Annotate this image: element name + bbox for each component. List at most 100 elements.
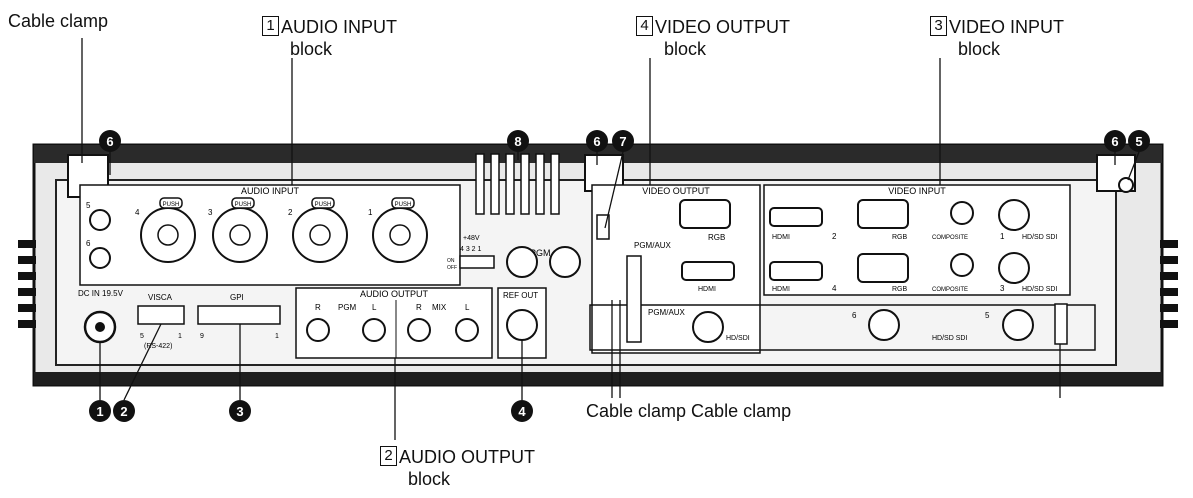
- rs422-label: (RS-422): [144, 343, 172, 350]
- aout-mix-l-label: L: [465, 303, 470, 312]
- dc-in-jack-core: [95, 322, 105, 332]
- aout-mix-r-label: R: [416, 303, 422, 312]
- vin-composite-label-b: COMPOSITE: [932, 287, 968, 293]
- video-output-title: VIDEO OUTPUT: [655, 17, 791, 37]
- svg-text:7: 7: [619, 134, 626, 149]
- ref-out-bnc: [506, 309, 538, 341]
- phantom-switch: [459, 255, 495, 269]
- svg-text:1: 1: [96, 404, 103, 419]
- audio-input-title: AUDIO INPUT: [281, 17, 398, 37]
- push-label-3: PUSH: [315, 202, 332, 208]
- vout-hdsdi-bnc: [692, 311, 724, 343]
- marker-5: 5: [1128, 130, 1150, 152]
- clamp-slot-right: [1054, 303, 1068, 345]
- ain-4-label: 4: [135, 208, 140, 217]
- vin-composite-label-a: COMPOSITE: [932, 235, 968, 241]
- gpi-1-label: 1: [275, 333, 279, 340]
- audio-output-panel-label: AUDIO OUTPUT: [360, 289, 429, 299]
- ain-2-label: 2: [288, 208, 293, 217]
- aout-pgm-r-label: R: [315, 303, 321, 312]
- svg-text:6: 6: [1111, 134, 1118, 149]
- audio-output-title: AUDIO OUTPUT: [399, 447, 536, 467]
- vin-hdmi-4: [769, 261, 823, 281]
- vin-hdmi-2: [769, 207, 823, 227]
- vin-6-label: 6: [852, 311, 857, 320]
- vin-hdsd-label-a: HD/SD SDI: [1022, 234, 1057, 241]
- plus48v-label: +48V: [463, 235, 480, 242]
- dc-in-label: DC IN 19.5V: [78, 289, 124, 298]
- audio-output-jacks: [306, 318, 479, 342]
- vin-2-label: 2: [832, 232, 837, 241]
- ain-3-label: 3: [208, 208, 213, 217]
- clamp-bar-mid: [589, 304, 1096, 351]
- marker-6-right: 6: [1104, 130, 1126, 152]
- fan-vent: [475, 153, 560, 215]
- aout-mix-label: MIX: [432, 303, 447, 312]
- push-label-1: PUSH: [163, 202, 180, 208]
- svg-text:2: 2: [120, 404, 127, 419]
- marker-6-left: 6: [99, 130, 121, 152]
- svg-text:3: 3: [236, 404, 243, 419]
- vout-hdsdi-label: HD/SDI: [726, 335, 750, 342]
- vin-hdsd-label-c: HD/SD SDI: [932, 335, 967, 342]
- video-input-panel-label: VIDEO INPUT: [888, 186, 946, 196]
- on-label: ON: [447, 258, 455, 264]
- vin-rgb-2: [857, 199, 909, 229]
- chassis-bottom: [34, 372, 1162, 385]
- vin-hdmi-label-a: HDMI: [772, 234, 790, 241]
- audio-input-number: 1: [262, 16, 279, 36]
- visca-label: VISCA: [148, 293, 173, 302]
- vout-pgm-aux-label: PGM/AUX: [634, 241, 672, 250]
- ground-terminal: [1118, 177, 1134, 193]
- pgm-bnc-2: [549, 246, 581, 278]
- push-label-2: PUSH: [235, 202, 252, 208]
- push-tabs: [159, 197, 415, 209]
- visca-1-label: 1: [178, 333, 182, 340]
- audio-input-sub: block: [290, 39, 333, 59]
- video-output-panel-label: VIDEO OUTPUT: [642, 186, 710, 196]
- audio-output-number: 2: [380, 446, 397, 466]
- svg-text:5: 5: [1135, 134, 1142, 149]
- vin-3-label: 3: [1000, 284, 1005, 293]
- vin-rgb-label-b: RGB: [892, 286, 908, 293]
- clamp-slot-mid: [626, 255, 642, 343]
- aout-pgm-label: PGM: [338, 303, 357, 312]
- svg-text:8: 8: [514, 134, 521, 149]
- marker-1: 1: [89, 400, 111, 422]
- vout-rgb-label: RGB: [708, 233, 725, 242]
- svg-text:4: 4: [518, 404, 526, 419]
- vin-1-label: 1: [1000, 232, 1005, 241]
- gpi-label: GPI: [230, 293, 244, 302]
- phantom-nums-label: 4 3 2 1: [460, 246, 482, 253]
- xlr-connectors: [140, 207, 428, 263]
- vout-hdmi-label: HDMI: [698, 286, 716, 293]
- vout-pgm-aux-label-2: PGM/AUX: [648, 308, 686, 317]
- audio-jack-6: [89, 247, 111, 269]
- pgm-bnc-1: [506, 246, 538, 278]
- left-vents: [18, 240, 36, 328]
- audio-input-panel-label: AUDIO INPUT: [241, 186, 300, 196]
- vin-hdsd-label-b: HD/SD SDI: [1022, 286, 1057, 293]
- aout-pgm-l-label: L: [372, 303, 377, 312]
- marker-8: 8: [507, 130, 529, 152]
- vout-hdmi-port: [681, 261, 735, 281]
- vin-rgb-4: [857, 253, 909, 283]
- marker-7: 7: [612, 130, 634, 152]
- marker-3: 3: [229, 400, 251, 422]
- vin-composite-1: [950, 201, 974, 225]
- pgm-label: PGM: [530, 248, 551, 258]
- xlr-inner: [157, 224, 411, 246]
- vin-hdsd-sdi-1: [998, 199, 1030, 231]
- leader-lines: [81, 38, 1140, 440]
- video-input-number: 3: [930, 16, 947, 36]
- vin-hdsd-sdi-3: [998, 252, 1030, 284]
- marker-6-mid: 6: [586, 130, 608, 152]
- ain-5-label: 5: [86, 201, 91, 210]
- video-input-sub: block: [958, 39, 1001, 59]
- audio-jack-5: [89, 209, 111, 231]
- video-input-title: VIDEO INPUT: [949, 17, 1065, 37]
